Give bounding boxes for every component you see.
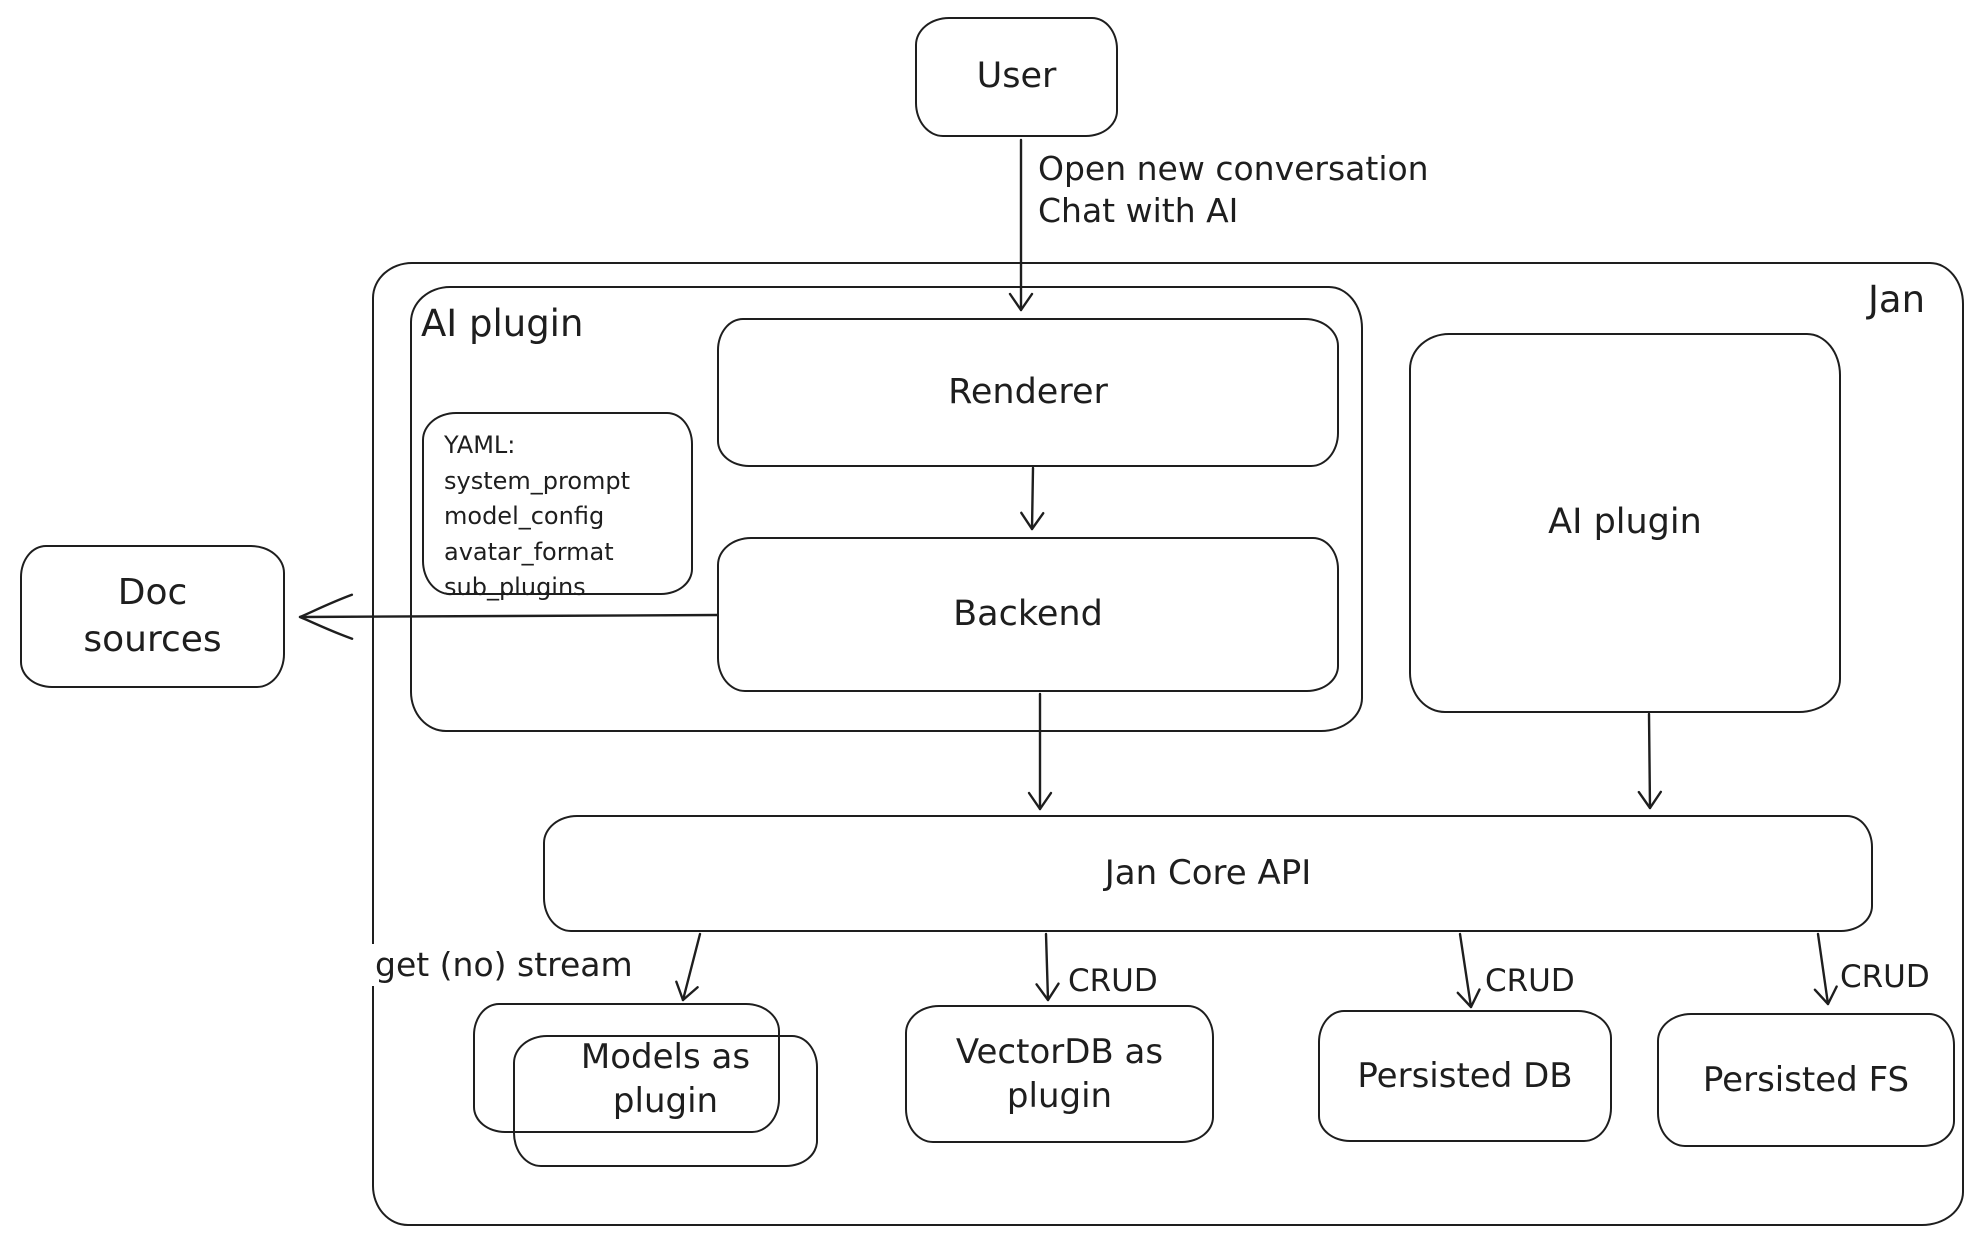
- ai-plugin-box-label: AI plugin: [1548, 502, 1702, 543]
- persisted-db-node-label: Persisted DB: [1357, 1055, 1573, 1096]
- crud-label-persisted-db: CRUD: [1485, 963, 1575, 999]
- yaml-note-content: YAML: system_prompt model_config avatar_…: [444, 428, 630, 606]
- yaml-note-line: system_prompt: [444, 466, 631, 495]
- vectordb-as-plugin-node: VectorDB as plugin: [905, 1005, 1214, 1143]
- user-flow-label-line1: Open new conversation: [1038, 149, 1429, 188]
- user-flow-label: Open new conversation Chat with AI: [1038, 148, 1429, 232]
- backend-node: Backend: [717, 537, 1339, 692]
- yaml-note: YAML: system_prompt model_config avatar_…: [422, 412, 693, 601]
- yaml-note-title: YAML:: [444, 431, 516, 459]
- crud-label-persisted-fs: CRUD: [1840, 959, 1930, 995]
- renderer-node-label: Renderer: [948, 371, 1108, 412]
- models-as-plugin-node-label: Models as plugin: [580, 1036, 751, 1121]
- user-flow-label-line2: Chat with AI: [1038, 191, 1239, 231]
- persisted-fs-node-label: Persisted FS: [1702, 1059, 1910, 1100]
- backend-node-label: Backend: [953, 593, 1103, 634]
- vectordb-as-plugin-node-label: VectorDB as plugin: [955, 1031, 1164, 1116]
- doc-sources-node-label: Doc sources: [83, 571, 222, 660]
- models-as-plugin-node: Models as plugin: [513, 1035, 818, 1167]
- persisted-fs-node: Persisted FS: [1657, 1013, 1955, 1147]
- renderer-node: Renderer: [717, 318, 1339, 467]
- user-node: User: [915, 17, 1118, 137]
- yaml-note-line: avatar_format: [444, 537, 614, 566]
- jan-container-label: Jan: [1868, 278, 1926, 321]
- persisted-db-node: Persisted DB: [1318, 1010, 1612, 1142]
- jan-core-api-node-label: Jan Core API: [1104, 853, 1312, 894]
- jan-container: [372, 262, 1964, 1226]
- yaml-note-line: model_config: [444, 502, 605, 531]
- ai-plugin-box: AI plugin: [1409, 333, 1841, 713]
- crud-label-vectordb: CRUD: [1068, 963, 1158, 999]
- yaml-note-line: sub_plugins: [444, 573, 586, 602]
- jan-core-api-node: Jan Core API: [543, 815, 1873, 932]
- user-node-label: User: [976, 56, 1057, 97]
- ai-plugin-container: [410, 286, 1363, 732]
- ai-plugin-container-label: AI plugin: [421, 302, 584, 345]
- doc-sources-node: Doc sources: [20, 545, 285, 688]
- get-no-stream-label: get (no) stream: [371, 944, 637, 987]
